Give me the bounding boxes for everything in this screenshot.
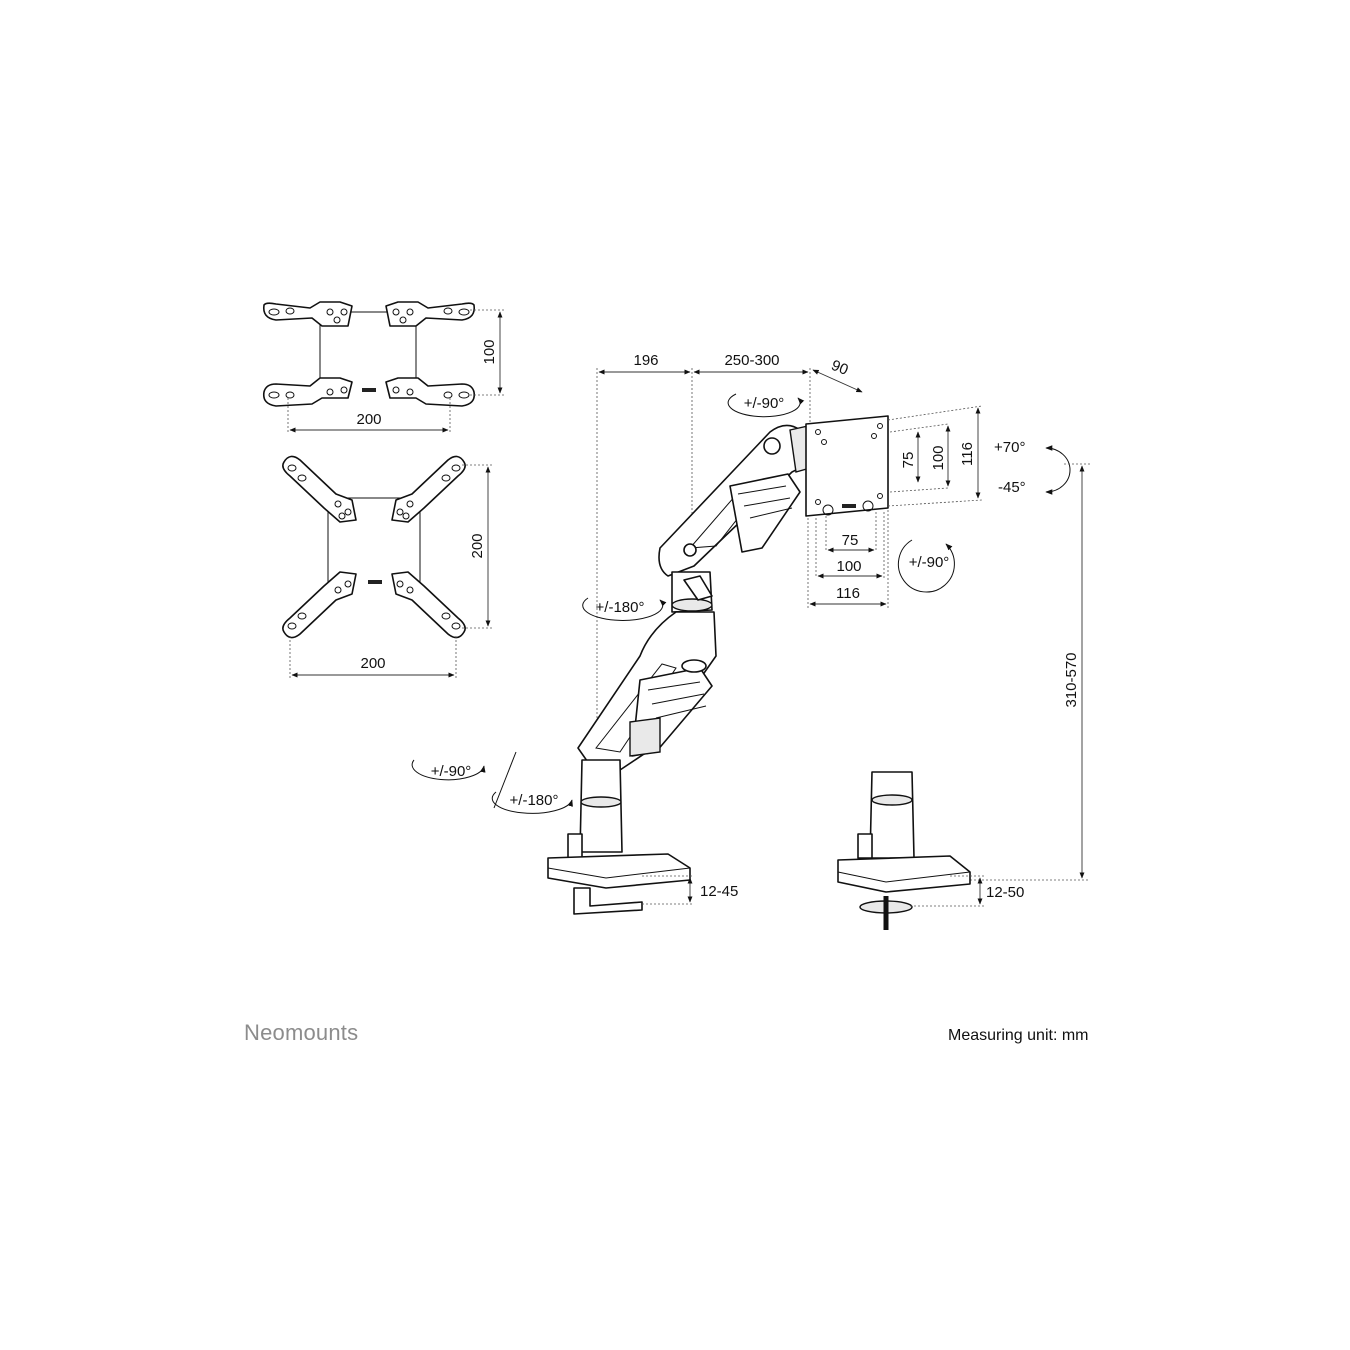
narrow-plate-height-label: 100 xyxy=(481,339,498,364)
grommet-base xyxy=(837,771,971,930)
tilt-up-label: +70° xyxy=(994,439,1025,456)
head-rotation-indicator xyxy=(897,539,955,593)
clamp-range-dimension xyxy=(642,875,694,905)
grommet-range-dimension xyxy=(910,875,984,907)
base-rotate-label: +/-180° xyxy=(510,792,559,809)
base-swivel-indicator xyxy=(411,751,573,814)
head-116-horizontal-label: 116 xyxy=(836,585,860,602)
pole-and-clamp xyxy=(547,759,691,915)
lower-arm xyxy=(577,611,717,771)
head-116-vertical-label: 116 xyxy=(959,442,976,466)
narrow-plate-width-label: 200 xyxy=(356,411,381,428)
head-horizontal-dimensions xyxy=(807,510,889,608)
measuring-unit-label: Measuring unit: mm xyxy=(948,1027,1089,1044)
head-75-horizontal-label: 75 xyxy=(842,532,859,549)
swivel-180-upper-label: +/-180° xyxy=(596,599,645,616)
arm-reach-dimensions xyxy=(596,368,863,732)
tilt-label: +/-90° xyxy=(744,395,785,412)
extension-label: 250-300 xyxy=(724,352,779,369)
clamp-range-label: 12-45 xyxy=(700,883,738,900)
head-100-horizontal-label: 100 xyxy=(836,558,861,575)
depth-label: 90 xyxy=(829,357,851,379)
brand-logo: Neomounts xyxy=(244,1020,359,1045)
head-rotate-label: +/-90° xyxy=(909,554,950,571)
head-tilt-indicator xyxy=(1045,445,1071,495)
vesa-adapter-plate-narrow xyxy=(262,301,505,434)
head-100-vertical-label: 100 xyxy=(930,445,947,470)
upper-reach-label: 196 xyxy=(633,352,658,369)
tilt-rotation-indicator xyxy=(727,393,805,418)
grommet-range-label: 12-50 xyxy=(986,884,1024,901)
height-range-label: 310-570 xyxy=(1063,652,1080,707)
tilt-down-label: -45° xyxy=(998,479,1026,496)
base-swivel-label: +/-90° xyxy=(431,763,472,780)
head-vertical-dimensions xyxy=(887,405,983,507)
vesa-adapter-plate-wide xyxy=(282,455,494,680)
vesa-head-plate xyxy=(805,415,889,517)
upper-arm xyxy=(658,424,811,577)
head-75-vertical-label: 75 xyxy=(900,452,917,469)
wide-plate-height-label: 200 xyxy=(469,533,486,558)
elbow-joint xyxy=(671,571,713,613)
wide-plate-width-label: 200 xyxy=(360,655,385,672)
swivel-indicator-upper xyxy=(582,597,667,621)
height-range-dimension xyxy=(970,463,1090,881)
